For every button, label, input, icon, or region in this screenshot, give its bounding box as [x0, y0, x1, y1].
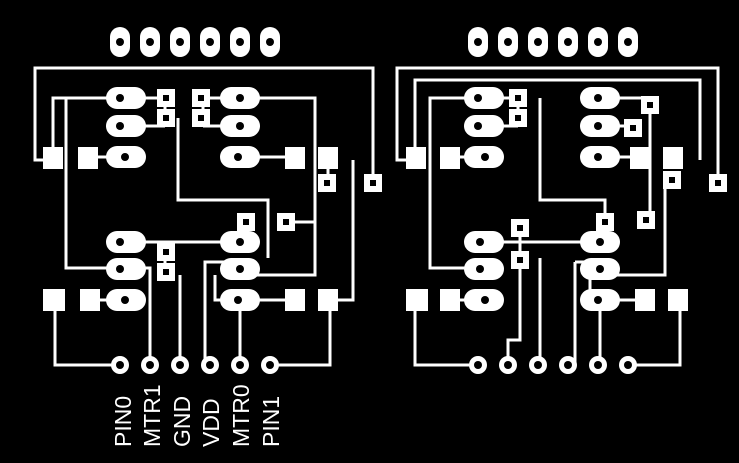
pin-label-pin0: PIN0	[110, 396, 136, 447]
left-pin-labels: PIN0 MTR1 GND VDD MTR0 PIN1	[110, 384, 284, 447]
left-header-holes	[116, 38, 274, 46]
right-header-holes	[474, 38, 632, 46]
left-vias	[157, 89, 382, 281]
pin-label-pin1: PIN1	[258, 396, 284, 447]
left-bottom-pins	[111, 356, 279, 374]
pin-label-mtr0: MTR0	[228, 384, 254, 447]
left-board: PIN0 MTR1 GND VDD MTR0 PIN1	[33, 27, 382, 447]
right-square-pads	[406, 147, 688, 311]
right-vias	[509, 89, 727, 269]
right-oval-holes	[474, 94, 604, 304]
left-square-pads	[43, 147, 338, 311]
left-oval-holes	[116, 94, 244, 304]
right-bottom-pins	[469, 356, 637, 374]
right-header-pads	[468, 27, 638, 57]
right-board	[395, 27, 727, 374]
pin-label-gnd: GND	[169, 396, 195, 447]
pin-label-mtr1: MTR1	[139, 384, 165, 447]
pin-label-vdd: VDD	[198, 398, 224, 447]
